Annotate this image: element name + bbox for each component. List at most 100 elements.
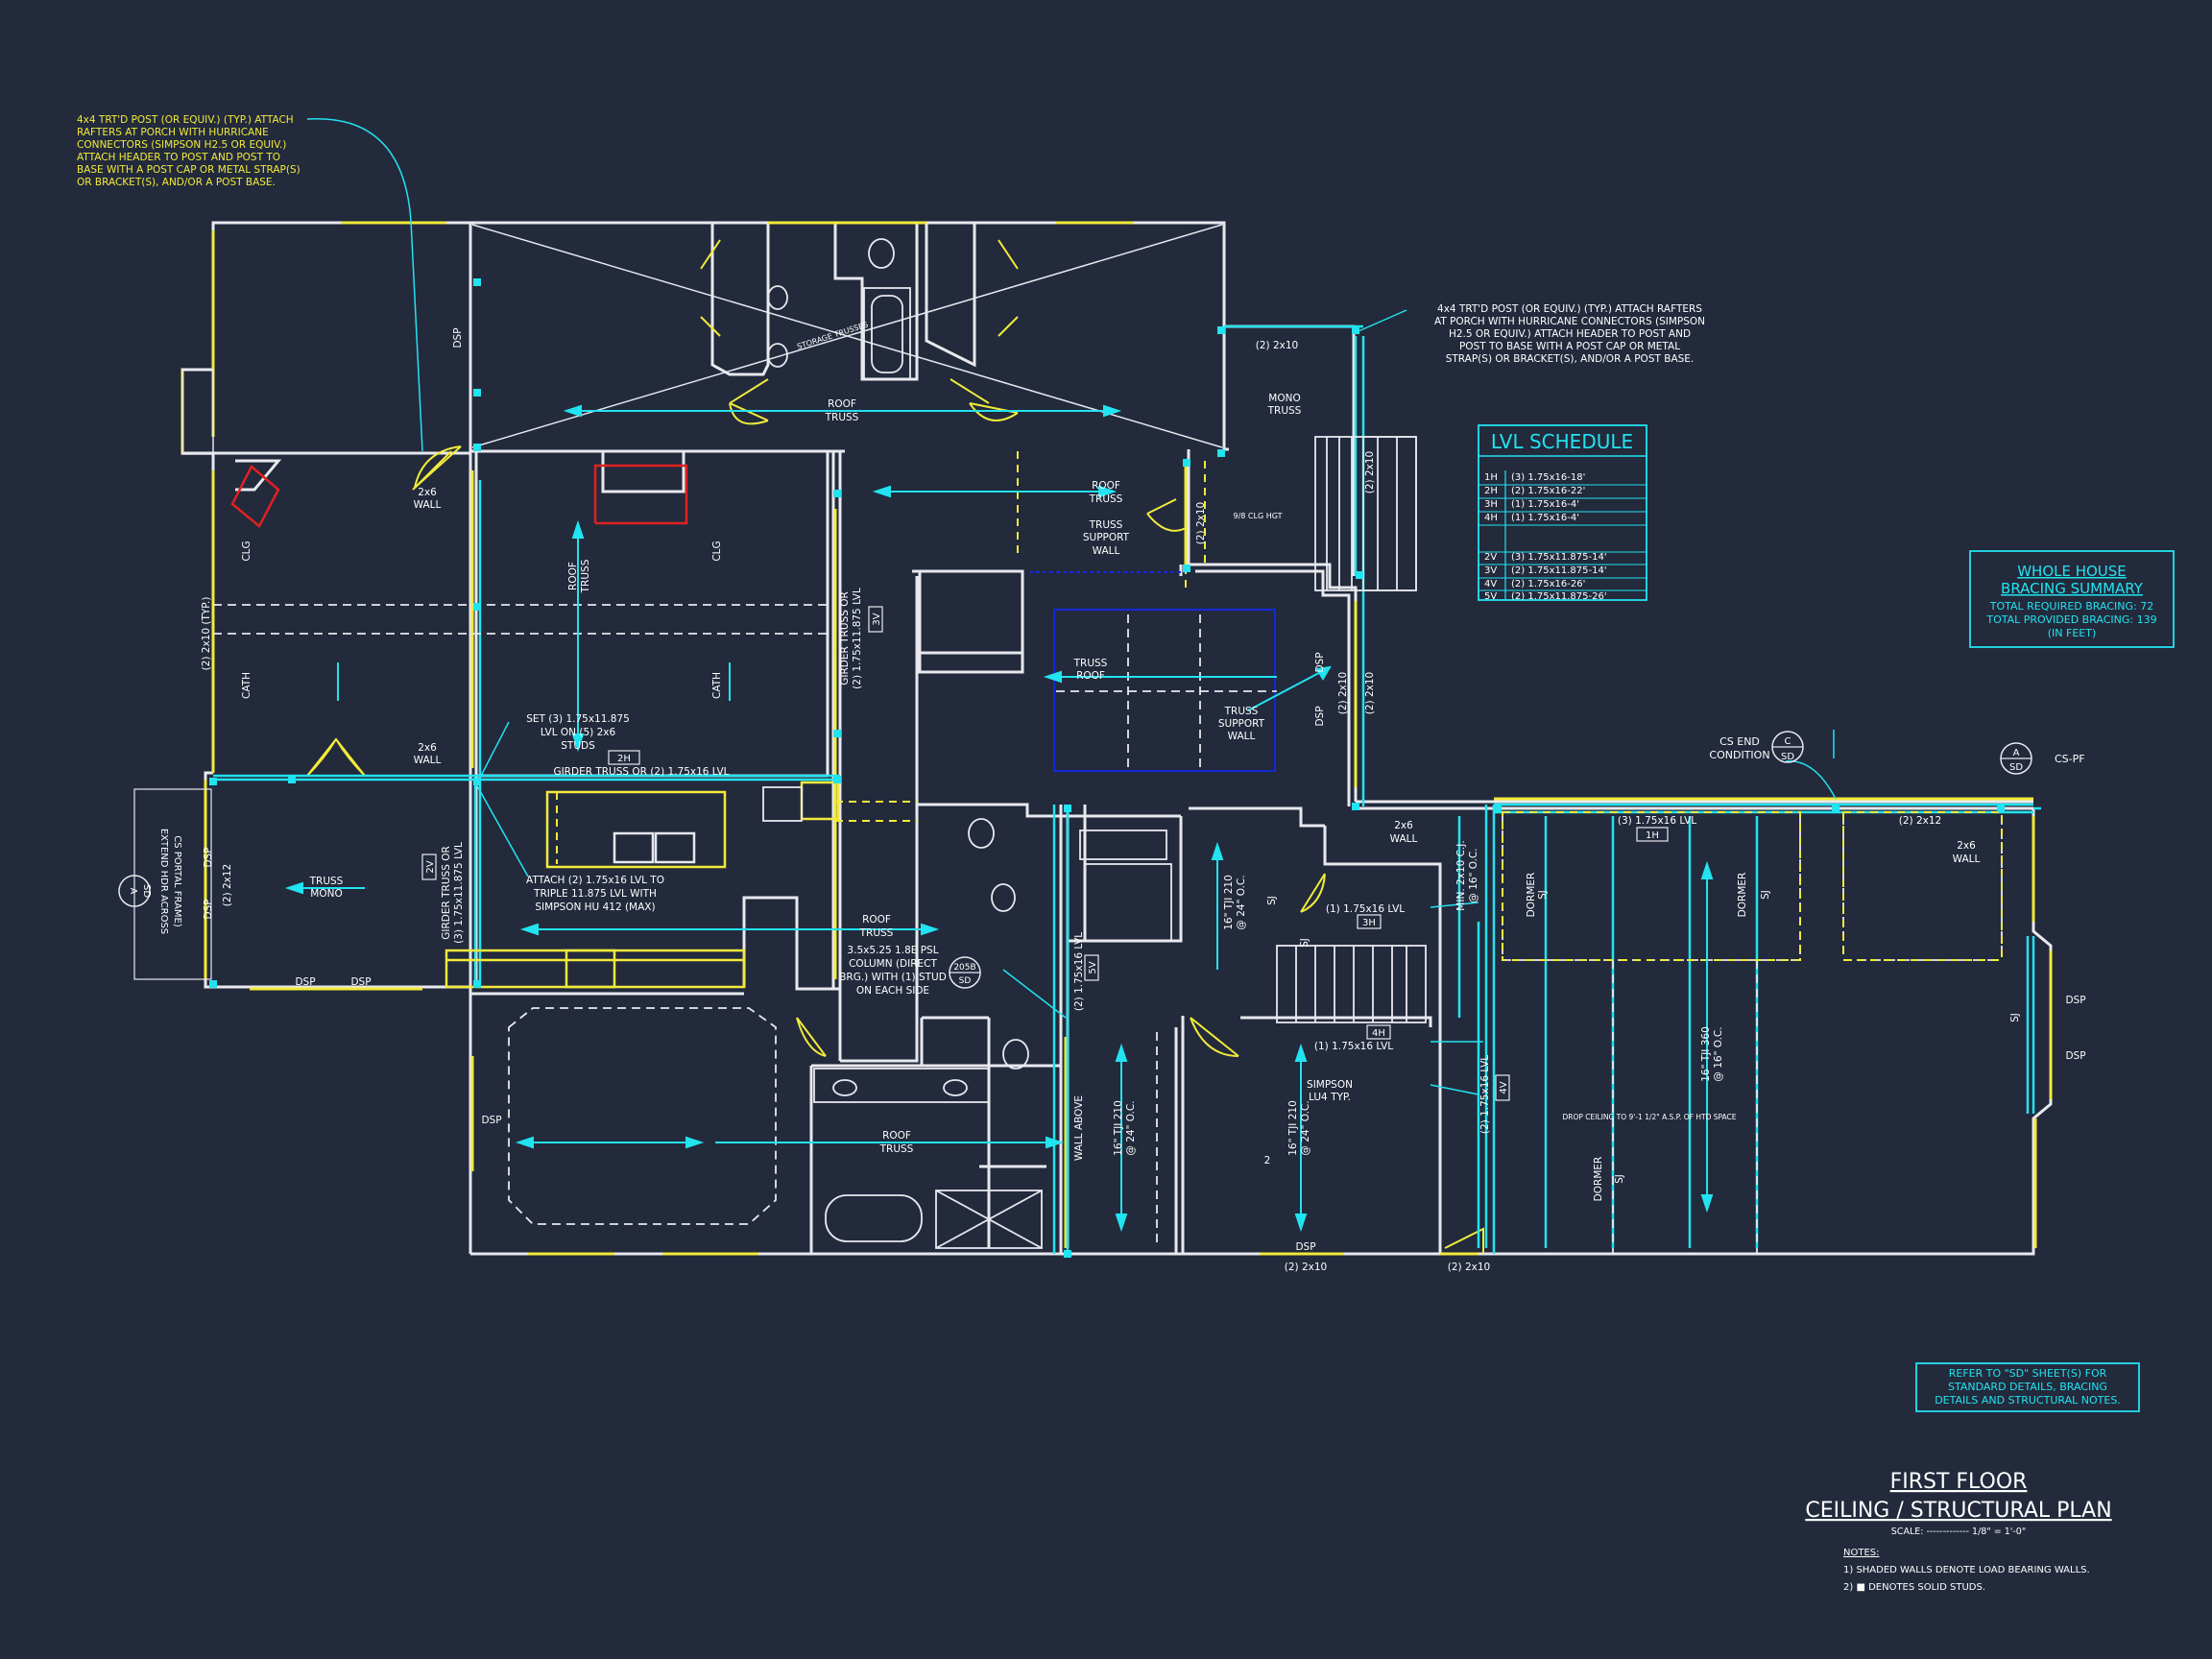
svg-text:4V: 4V xyxy=(1484,579,1497,589)
svg-text:(2) 1.75x16 LVL: (2) 1.75x16 LVL xyxy=(1073,932,1085,1011)
svg-text:TOTAL PROVIDED BRACING: 139: TOTAL PROVIDED BRACING: 139 xyxy=(1985,613,2156,626)
svg-text:POST TO BASE WITH A POST CAP O: POST TO BASE WITH A POST CAP OR METAL xyxy=(1459,341,1680,352)
svg-text:(2) 1.75x16 LVL: (2) 1.75x16 LVL xyxy=(1479,1055,1491,1134)
svg-text:TOTAL REQUIRED BRACING: 72: TOTAL REQUIRED BRACING: 72 xyxy=(1989,600,2153,613)
svg-text:(2) 2x10: (2) 2x10 xyxy=(1256,340,1298,351)
svg-text:DORMER: DORMER xyxy=(1526,873,1537,918)
svg-text:WALL: WALL xyxy=(414,755,442,766)
svg-text:9/8 CLG HGT: 9/8 CLG HGT xyxy=(1233,512,1282,520)
lvl-marks: 2H 1H 3H 4H 2V 3V 4V 5V xyxy=(421,606,1669,1101)
svg-text:COLUMN (DIRECT: COLUMN (DIRECT xyxy=(849,958,937,970)
svg-text:2V: 2V xyxy=(425,860,436,873)
svg-text:(2) 2x10: (2) 2x10 xyxy=(1337,672,1349,714)
svg-text:SUPPORT: SUPPORT xyxy=(1218,718,1265,730)
svg-text:16" TJI 210: 16" TJI 210 xyxy=(1113,1100,1124,1156)
lvl-schedule-title: LVL SCHEDULE xyxy=(1491,430,1633,453)
svg-text:@ 24" O.C.: @ 24" O.C. xyxy=(1125,1100,1137,1155)
svg-text:4x4 TRT'D POST (OR EQUIV.) (TY: 4x4 TRT'D POST (OR EQUIV.) (TYP.) ATTACH… xyxy=(1437,303,1702,315)
svg-text:A: A xyxy=(2013,748,2020,758)
svg-text:(3) 1.75x16-18': (3) 1.75x16-18' xyxy=(1511,472,1585,483)
svg-text:ROOF: ROOF xyxy=(567,562,579,590)
svg-text:TRUSS: TRUSS xyxy=(825,412,859,423)
lvl-schedule-table: LVL SCHEDULE 1H(3) 1.75x16-18' 2H(2) 1.7… xyxy=(1478,424,1647,602)
callout-psl-column: 3.5x5.25 1.8E PSL COLUMN (DIRECT BRG.) W… xyxy=(839,945,947,997)
svg-text:4H: 4H xyxy=(1372,1028,1385,1039)
svg-text:DSP: DSP xyxy=(1295,1241,1315,1253)
leader-lines xyxy=(306,117,1837,1095)
load-bearing-walls xyxy=(180,221,2053,1256)
svg-text:DORMER: DORMER xyxy=(1593,1157,1604,1202)
svg-text:STUDS: STUDS xyxy=(561,740,595,752)
svg-text:DSP: DSP xyxy=(1314,652,1326,672)
svg-text:ATTACH HEADER TO POST AND POST: ATTACH HEADER TO POST AND POST TO xyxy=(77,152,280,163)
svg-text:TRUSS: TRUSS xyxy=(1089,519,1123,531)
svg-text:(2) 1.75x16-22': (2) 1.75x16-22' xyxy=(1511,486,1585,496)
svg-text:SUPPORT: SUPPORT xyxy=(1083,532,1130,543)
svg-text:16" TJI 360: 16" TJI 360 xyxy=(1700,1026,1712,1082)
svg-text:2H: 2H xyxy=(617,754,631,764)
porch-note-right: 4x4 TRT'D POST (OR EQUIV.) (TYP.) ATTACH… xyxy=(1434,303,1705,365)
svg-text:2V: 2V xyxy=(1484,552,1497,563)
svg-text:SJ: SJ xyxy=(1537,890,1549,900)
svg-text:DROP CEILING TO 9'-1 1/2" A.S.: DROP CEILING TO 9'-1 1/2" A.S.P. OF HTD … xyxy=(1562,1113,1736,1121)
svg-text:DSP: DSP xyxy=(2065,1050,2085,1062)
svg-text:@ 16" O.C.: @ 16" O.C. xyxy=(1713,1026,1724,1081)
beam-dashed-lines xyxy=(556,451,2003,961)
svg-text:STANDARD DETAILS, BRACING: STANDARD DETAILS, BRACING xyxy=(1948,1381,2107,1393)
svg-text:WALL ABOVE: WALL ABOVE xyxy=(1073,1095,1085,1161)
svg-text:CATH: CATH xyxy=(241,672,252,699)
bath-fixtures xyxy=(762,238,1172,1249)
svg-text:CLG: CLG xyxy=(241,541,252,561)
svg-text:DSP: DSP xyxy=(203,847,214,867)
porch-note-left: 4x4 TRT'D POST (OR EQUIV.) (TYP.) ATTACH… xyxy=(77,114,301,188)
svg-text:LU4 TYP.: LU4 TYP. xyxy=(1309,1092,1351,1103)
svg-text:DORMER: DORMER xyxy=(1737,873,1748,918)
svg-text:SJ: SJ xyxy=(1266,896,1278,905)
solid-studs xyxy=(209,278,2005,1258)
svg-text:EXTEND HDR ACROSS: EXTEND HDR ACROSS xyxy=(158,829,169,934)
plan-title-line2: CEILING / STRUCTURAL PLAN xyxy=(1805,1499,2111,1523)
svg-text:(1) 1.75x16 LVL: (1) 1.75x16 LVL xyxy=(1314,1041,1393,1052)
kitchen-island xyxy=(445,781,840,989)
svg-text:3V: 3V xyxy=(1484,565,1497,576)
svg-text:WHOLE HOUSE: WHOLE HOUSE xyxy=(2017,563,2127,580)
svg-text:CATH: CATH xyxy=(711,672,723,699)
exterior-walls xyxy=(180,221,2053,1256)
svg-text:SJ: SJ xyxy=(1614,1174,1625,1184)
svg-text:(2) 2x10: (2) 2x10 xyxy=(1364,451,1376,493)
callout-attach-lvl: ATTACH (2) 1.75x16 LVL TO TRIPLE 11.875 … xyxy=(526,875,664,913)
svg-text:SJ: SJ xyxy=(2009,1013,2021,1022)
svg-text:2) ■ DENOTES SOLID STUDS.: 2) ■ DENOTES SOLID STUDS. xyxy=(1843,1582,1985,1593)
svg-text:(3) 1.75x11.875 LVL: (3) 1.75x11.875 LVL xyxy=(453,842,465,944)
svg-text:TRIPLE 11.875 LVL WITH: TRIPLE 11.875 LVL WITH xyxy=(533,888,657,900)
svg-text:TRUSS: TRUSS xyxy=(879,1143,914,1155)
svg-text:(2) 2x10: (2) 2x10 xyxy=(1285,1262,1327,1273)
svg-text:2x6: 2x6 xyxy=(418,487,437,498)
svg-text:REFER TO "SD" SHEET(S) FOR: REFER TO "SD" SHEET(S) FOR xyxy=(1949,1367,2107,1380)
svg-text:ATTACH (2) 1.75x16 LVL TO: ATTACH (2) 1.75x16 LVL TO xyxy=(526,875,664,886)
svg-text:@ 24" O.C.: @ 24" O.C. xyxy=(1300,1100,1311,1155)
svg-text:GIRDER TRUSS OR: GIRDER TRUSS OR xyxy=(441,846,452,940)
svg-text:WALL: WALL xyxy=(1953,854,1981,865)
svg-text:WALL: WALL xyxy=(414,499,442,511)
svg-text:(IN FEET): (IN FEET) xyxy=(2048,627,2097,639)
svg-text:(1) 1.75x16-4': (1) 1.75x16-4' xyxy=(1511,513,1579,523)
svg-text:SJ: SJ xyxy=(1299,938,1310,948)
svg-text:BRACING SUMMARY: BRACING SUMMARY xyxy=(2001,580,2144,597)
svg-text:2x6: 2x6 xyxy=(1957,840,1976,852)
span-arrows xyxy=(284,404,1714,1233)
svg-text:(1) 1.75x16 LVL: (1) 1.75x16 LVL xyxy=(1326,903,1405,915)
svg-text:3H: 3H xyxy=(1362,918,1376,928)
svg-text:RAFTERS AT PORCH WITH HURRICAN: RAFTERS AT PORCH WITH HURRICANE xyxy=(77,127,269,138)
svg-text:2H: 2H xyxy=(1484,486,1498,496)
refer-note: REFER TO "SD" SHEET(S) FOR STANDARD DETA… xyxy=(1915,1362,2140,1412)
svg-text:@ 24" O.C.: @ 24" O.C. xyxy=(1236,875,1247,929)
svg-text:4x4 TRT'D POST (OR EQUIV.) (TY: 4x4 TRT'D POST (OR EQUIV.) (TYP.) ATTACH xyxy=(77,114,294,126)
svg-text:SET (3) 1.75x11.875: SET (3) 1.75x11.875 xyxy=(526,713,630,725)
svg-text:SIMPSON HU 412 (MAX): SIMPSON HU 412 (MAX) xyxy=(535,902,655,913)
plan-title-line1: FIRST FLOOR xyxy=(1890,1470,2028,1494)
callout-set-lvl: SET (3) 1.75x11.875 LVL ON (5) 2x6 STUDS xyxy=(526,713,630,752)
svg-text:MONO: MONO xyxy=(1268,393,1300,404)
section-marker-cs-pf: A SD CS-PF xyxy=(2000,742,2085,775)
